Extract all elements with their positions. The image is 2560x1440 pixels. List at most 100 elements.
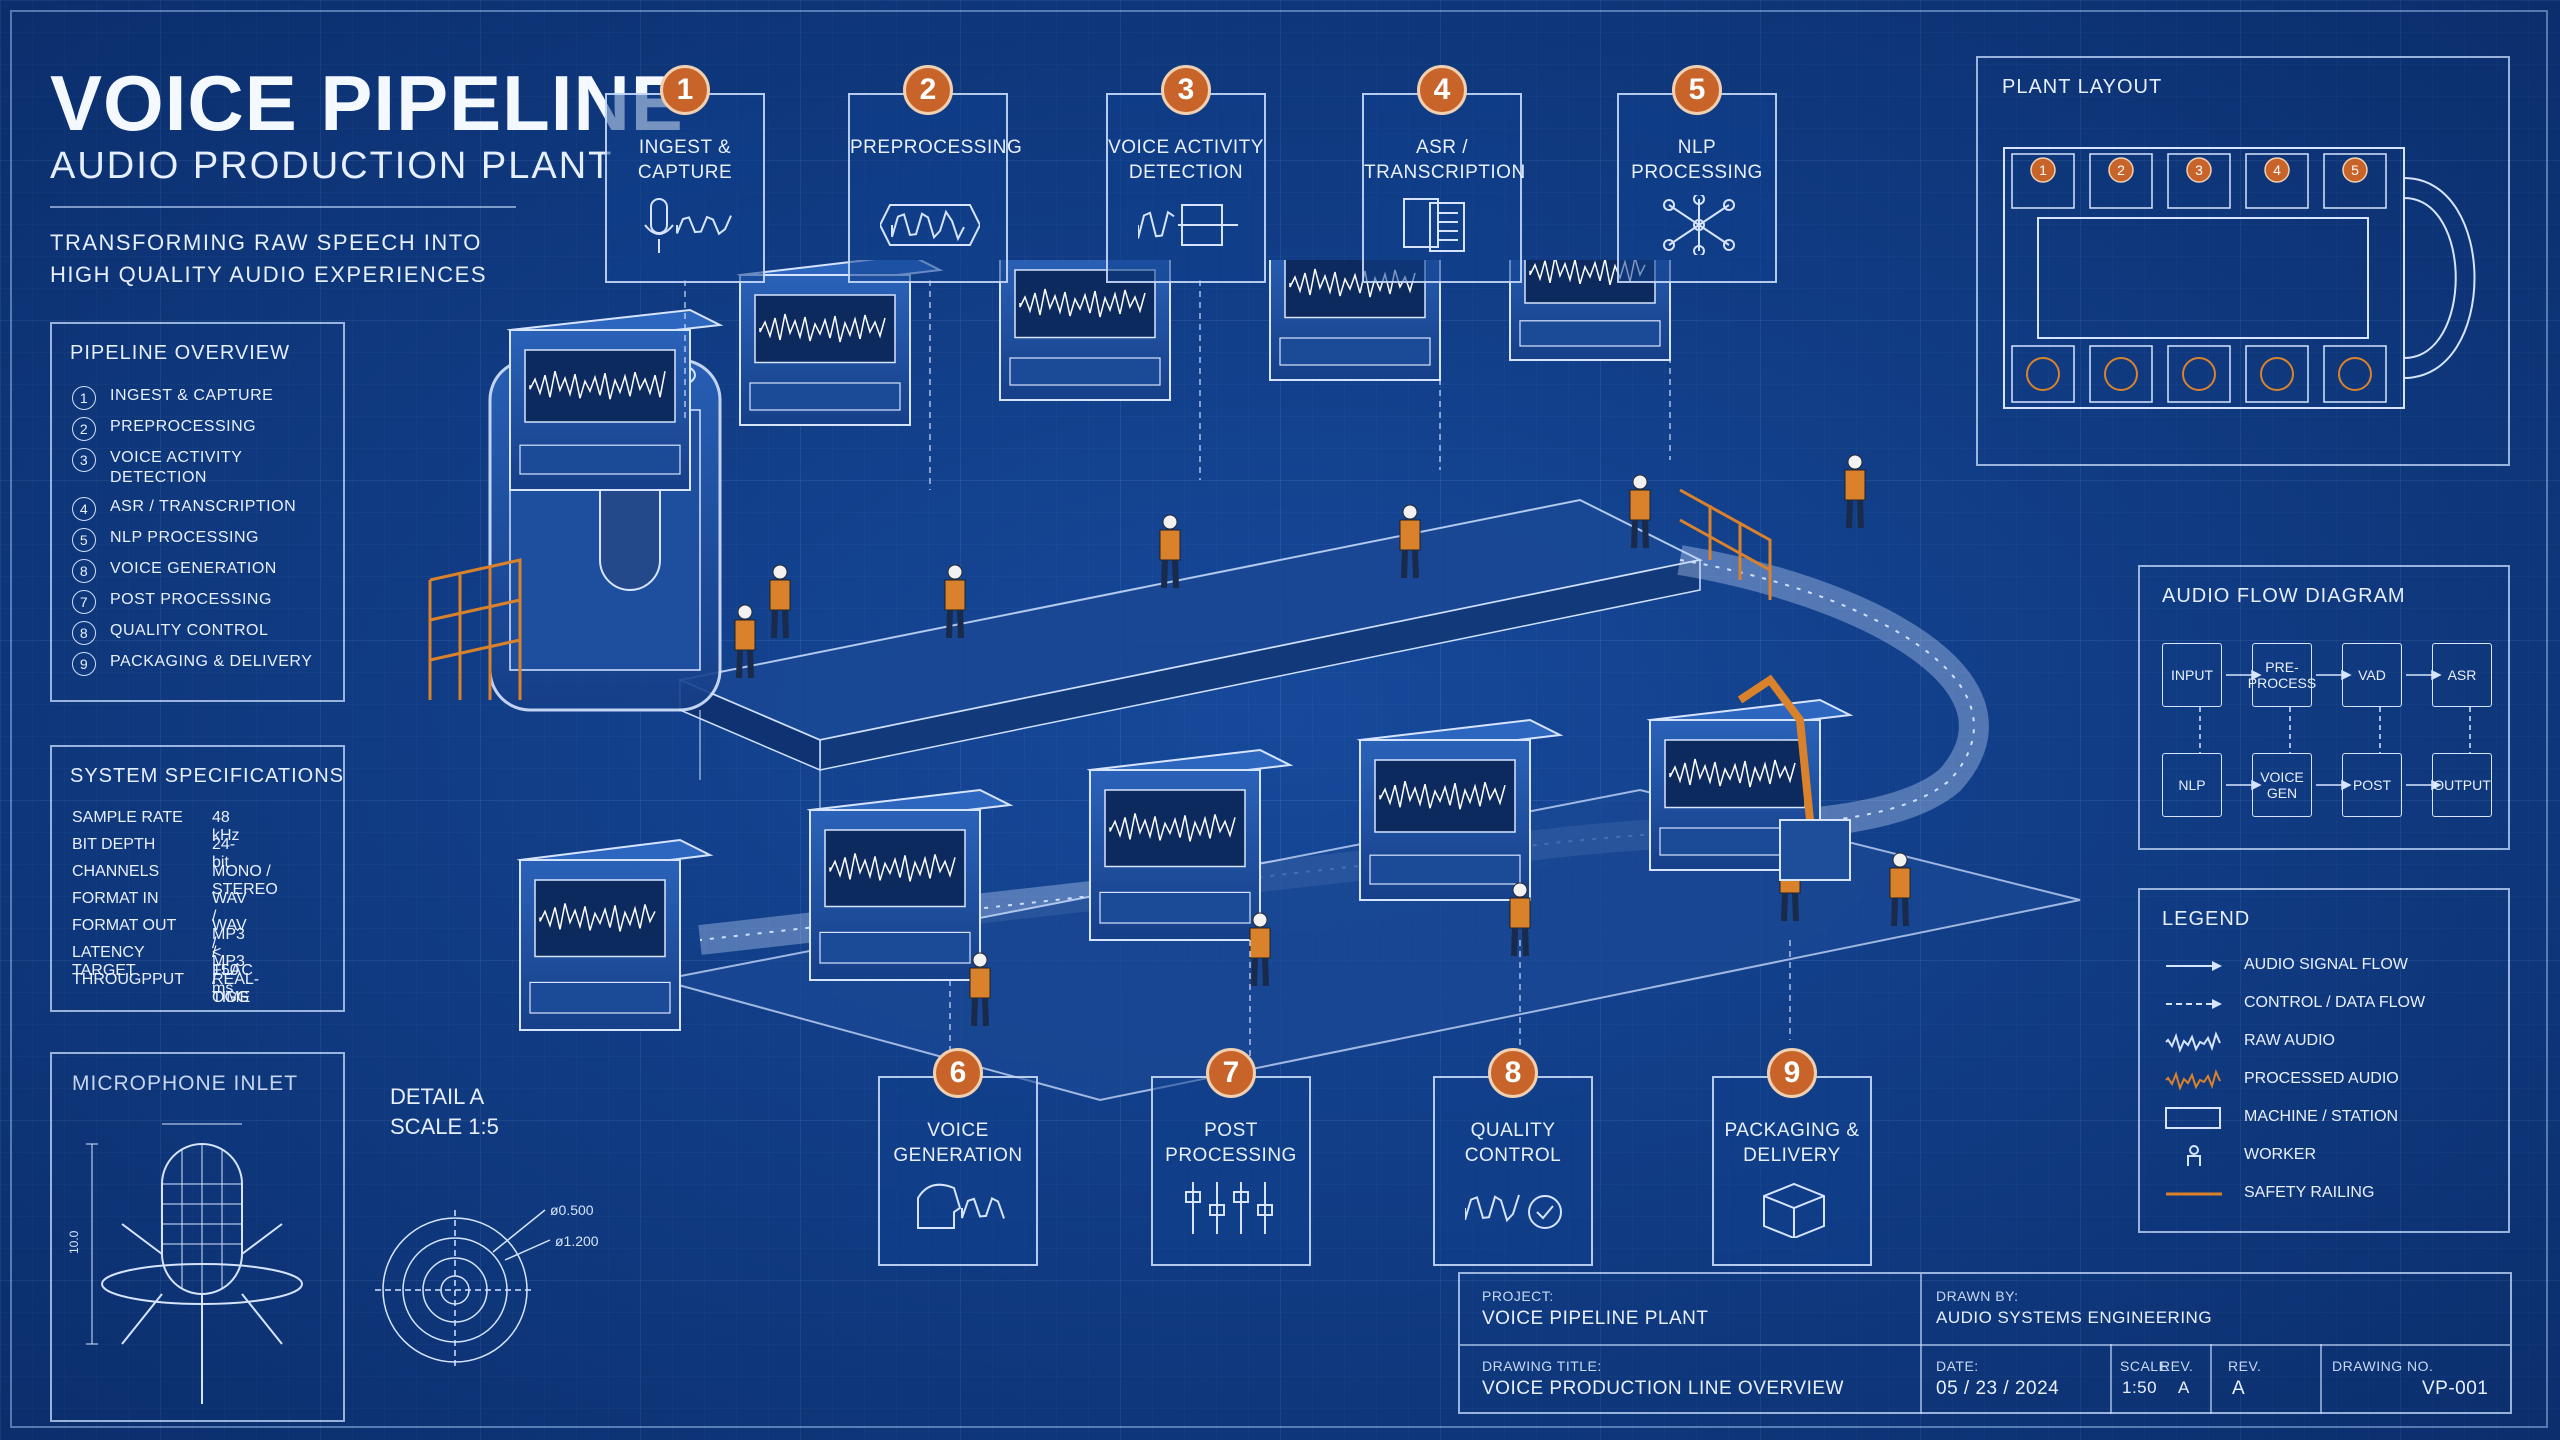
overview-label: QUALITY CONTROL <box>110 622 269 639</box>
overview-label-wrap: ASR / TRANSCRIPTION <box>110 497 296 517</box>
overview-label-wrap: POST PROCESSING <box>110 590 272 610</box>
stage-6-box: VOICE GENERATION <box>878 1076 1038 1266</box>
overview-label: VOICE GENERATION <box>110 560 277 577</box>
legend-symbol-rect <box>2165 1107 2221 1129</box>
microphone-drawing: 10.0 <box>67 1123 303 1404</box>
legend-symbol-orange-line <box>2166 1192 2222 1196</box>
stage-4-label: ASR / TRANSCRIPTION <box>1364 137 1526 183</box>
flow-node: ASR <box>2432 643 2492 707</box>
detail-a-label: DETAIL A SCALE 1:5 <box>390 1082 499 1142</box>
legend-label: WORKER <box>2244 1146 2316 1163</box>
worker-figure <box>1399 504 1421 579</box>
plant-cell-number: 1 <box>2039 162 2047 178</box>
overview-label: POST PROCESSING <box>110 591 272 608</box>
audio-flow-diagram-heading: AUDIO FLOW DIAGRAM <box>2162 585 2406 607</box>
pipeline-overview-heading: PIPELINE OVERVIEW <box>70 342 291 364</box>
spec-value: < 150 ms <box>212 944 239 997</box>
title-block-divider-v2 <box>2110 1344 2112 1414</box>
legend-label: RAW AUDIO <box>2244 1032 2335 1049</box>
stage-4-badge: 4 <box>1417 65 1467 115</box>
small-rev-label: REV. <box>2160 1358 2194 1374</box>
stage-7-box: POST PROCESSING <box>1151 1076 1311 1266</box>
worker-figure <box>769 564 791 639</box>
plant-cell-1: 1 <box>2011 153 2075 209</box>
stage-8-badge: 8 <box>1488 1048 1538 1098</box>
spec-key: FORMAT IN <box>72 890 159 907</box>
plant-lower-cell <box>2323 345 2387 403</box>
overview-number-circle: 7 <box>72 590 96 614</box>
legend-label: CONTROL / DATA FLOW <box>2244 994 2426 1011</box>
worker-figure <box>1509 882 1531 957</box>
spec-key: LATENCY TARGET <box>72 944 145 979</box>
overview-label-wrap: QUALITY CONTROL <box>110 621 268 641</box>
flow-node: OUTPUT <box>2432 753 2492 817</box>
title-block-divider-v3 <box>2210 1344 2212 1414</box>
stage-1-badge: 1 <box>660 65 710 115</box>
legend-label: AUDIO SIGNAL FLOW <box>2244 956 2408 973</box>
title-block-divider-v4 <box>2320 1344 2322 1414</box>
lower-machine-4 <box>1356 718 1564 901</box>
spec-value: 24-bit <box>212 836 236 871</box>
stage-3-label: VOICE ACTIVITY DETECTION <box>1108 137 1264 183</box>
legend-symbol-arrow-dashed <box>2166 999 2222 1009</box>
mic-dimension-vertical: 10.0 <box>67 1230 81 1254</box>
lower-machine-2 <box>806 788 1014 981</box>
overview-label-wrap: PREPROCESSING <box>110 417 256 437</box>
worker-figure <box>1159 514 1181 589</box>
microphone-inlet-panel: MICROPHONE INLET 10.0 <box>50 1052 345 1422</box>
flow-node: PRE- PROCESS <box>2248 643 2316 707</box>
small-rev-value: A <box>2178 1378 2190 1397</box>
stage-3-badge: 3 <box>1161 65 1211 115</box>
workers <box>734 454 1911 1027</box>
stage-8-box: QUALITY CONTROL <box>1433 1076 1593 1266</box>
upper-machine-1 <box>506 308 724 491</box>
stage-9-badge: 9 <box>1767 1048 1817 1098</box>
overview-label: NLP PROCESSING <box>110 529 259 546</box>
legend-label: PROCESSED AUDIO <box>2244 1070 2399 1087</box>
detail-a-drawing: ø0.500 ø1.200 <box>375 1202 599 1370</box>
plant-layout-heading: PLANT LAYOUT <box>2002 76 2163 98</box>
spec-value: WAV / MP3 / OGG <box>212 917 250 1006</box>
leader-lines <box>684 280 1791 1080</box>
legend-label: SAFETY RAILING <box>2244 1184 2375 1201</box>
worker-figure <box>1629 474 1651 549</box>
stage-2-badge: 2 <box>903 65 953 115</box>
overview-label: VOICE ACTIVITY <box>110 449 243 466</box>
microphone-icon <box>644 198 732 253</box>
legend-symbol-wave-white <box>2165 1031 2221 1053</box>
spec-value: REAL-TIME <box>212 971 260 1006</box>
overview-number-circle: 9 <box>72 652 96 676</box>
spec-key: BIT DEPTH <box>72 836 156 853</box>
plant-cell-3: 3 <box>2167 153 2231 209</box>
robot-arm <box>1737 674 1814 821</box>
robot-base <box>1779 819 1851 881</box>
title-block-divider-h <box>1460 1344 2510 1346</box>
upper-machine-3 <box>999 260 1171 401</box>
worker-figure <box>1889 852 1911 927</box>
drawing-border <box>10 10 2548 1428</box>
stage-9-box: PACKAGING & DELIVERY <box>1712 1076 1872 1266</box>
drawing-number-label: DRAWING NO. <box>2332 1358 2434 1374</box>
plant-cell-number: 4 <box>2273 162 2281 178</box>
plant-lower-cell <box>2089 345 2153 403</box>
project-value: VOICE PIPELINE PLANT <box>1482 1308 1709 1329</box>
overview-number-circle: 1 <box>72 386 96 410</box>
spec-value: WAV / MP3 / FLAC <box>212 890 253 979</box>
overview-number-circle: 5 <box>72 528 96 552</box>
spec-value: MONO / STEREO <box>212 863 278 898</box>
drawing-number-value: VP-001 <box>2422 1378 2489 1399</box>
stage-4-box: ASR / TRANSCRIPTION <box>1362 93 1526 283</box>
detail-scale: SCALE 1:5 <box>390 1114 499 1139</box>
production-line-illustration <box>428 260 2081 1102</box>
stage-6-label: VOICE GENERATION <box>893 1120 1023 1166</box>
overview-label-wrap: NLP PROCESSING <box>110 528 259 548</box>
plant-lower-cell <box>2245 345 2309 403</box>
